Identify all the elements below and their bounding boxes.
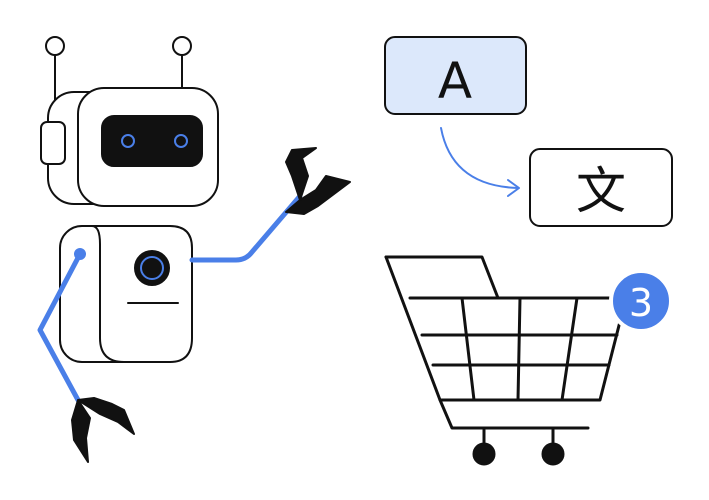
robot-icon [37,36,351,463]
translate-arrow [440,127,519,189]
target-character: 文 [576,162,626,220]
robot-arm-left [37,248,135,463]
shopping-cart-icon [384,255,628,466]
cart-wheel-right [541,442,565,466]
cart-handle [384,255,500,300]
cart-frame [438,398,590,430]
target-language-box [529,148,673,227]
source-letter: A [438,52,472,110]
robot-eye-right [174,134,188,148]
source-language-box [384,36,527,115]
robot-chest-light [134,250,170,286]
robot-head [40,87,219,207]
gripper-left [71,397,135,463]
cart-basket [384,255,628,402]
cart-count: 3 [629,281,653,325]
antenna-left [45,36,65,106]
robot-body [59,225,193,363]
antenna-right [172,36,192,91]
robot-arm-right [189,147,351,263]
robot-visor [101,115,203,167]
translate-icon: A 文 [384,36,673,227]
cart-wheel-left [472,442,496,466]
gripper-right [285,147,351,215]
robot-eye-left [121,134,135,148]
cart-count-badge: 3 [609,269,673,333]
